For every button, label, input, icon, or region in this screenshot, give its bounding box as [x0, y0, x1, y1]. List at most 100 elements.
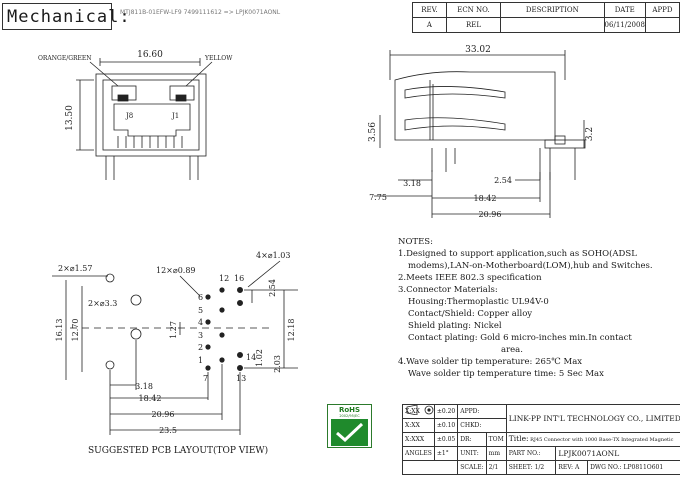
side-1842-label: 18.42 [474, 194, 497, 203]
side-dim-ext [431, 170, 551, 218]
note-3-contact: Contact plating: Gold 6 micro-inches min… [408, 333, 632, 343]
pin-5-label: 5 [198, 306, 203, 315]
front-width-label: 16.60 [137, 50, 163, 60]
side-height-label: 3.56 [368, 122, 378, 142]
side-2096-label: 20.96 [479, 210, 502, 219]
side-254-label: 2.54 [494, 176, 512, 185]
hole-103-leader [247, 260, 281, 288]
company-name: LINK-PP INT'L TECHNOLOGY CO., LIMITED [505, 404, 680, 433]
dwg-cell: DWG NO.: LP0811O601 [587, 460, 680, 475]
dr-label: DR: [457, 432, 487, 447]
chkd-label: CHKD: [457, 418, 507, 433]
peg-hole-bottom-icon [130, 328, 142, 340]
side-inner [429, 80, 434, 140]
hole-089-label: 12×⌀0.89 [156, 266, 196, 275]
dim-1270-label: 12.70 [71, 319, 80, 342]
front-legs [105, 156, 199, 180]
pin-4-icon [205, 319, 211, 325]
tol-3-label: X:XXX [402, 432, 435, 447]
pin-6-label: 6 [198, 293, 203, 302]
pin-2-label: 2 [198, 343, 203, 352]
dr-value: TOM [485, 432, 507, 447]
rohs-sub: 2002/95/EC [339, 414, 360, 418]
note-1a: 1.Designed to support application,such a… [398, 249, 637, 259]
pcb-caption: SUGGESTED PCB LAYOUT(TOP VIEW) [88, 446, 269, 456]
pin-7-icon [205, 365, 211, 371]
dim-254-pcb-label: 2.54 [268, 279, 277, 297]
side-length-ext [389, 50, 566, 80]
hole-103-label: 4×⌀1.03 [256, 251, 290, 260]
pin-12-icon [219, 287, 225, 293]
tol-2-label: X:XX [402, 418, 435, 433]
note-1b: modems),LAN-on-Motherboard(LOM),hub and … [408, 261, 653, 271]
pin-2-icon [205, 344, 211, 350]
note-3-plating: Shield plating: Nickel [408, 321, 502, 331]
rohs-badge: RoHS 2002/95/EC [327, 404, 372, 448]
latch-lower [404, 117, 506, 131]
led-right-label: YELLOW [204, 55, 233, 62]
title-label: Title: [508, 434, 529, 443]
front-inner [102, 79, 200, 151]
dim-1842-pcb-label: 18.42 [139, 394, 162, 403]
unit-label: UNIT: [457, 446, 487, 461]
pin-16-label: 16 [234, 274, 244, 283]
rev-cell: REV: A [555, 460, 589, 475]
dim-2096-pcb-label: 20.96 [152, 410, 175, 419]
pin-14-icon [236, 351, 243, 358]
appd-label: APPD: [457, 404, 507, 419]
led-right-icon [175, 94, 187, 102]
front-pins [117, 136, 183, 148]
dwg-label: DWG NO.: [590, 464, 622, 471]
front-dim-ext [99, 58, 201, 66]
unit-value: mm [485, 446, 507, 461]
latch-upper [404, 86, 506, 99]
part-value: LPJK0071AONL [555, 446, 680, 461]
pcb-layout: 2×⌀1.57 2×⌀3.3 12×⌀0.89 4×⌀1.03 12 16 6 … [52, 251, 298, 435]
sheet-value: 1/2 [534, 464, 545, 471]
sheet-label: SHEET: [508, 464, 533, 471]
revision-table: REV. ECN NO. DESCRIPTION DATE APPD A REL… [412, 2, 680, 33]
notes-title: NOTES: [398, 237, 433, 247]
hole-089-leader [179, 275, 201, 297]
tol-1-value: ±0.20 [433, 404, 459, 419]
rohs-title: RoHS [338, 406, 361, 414]
tol-2-value: ±0.10 [433, 418, 459, 433]
dim-235-label: 23.5 [159, 426, 177, 435]
side-tab [554, 135, 566, 145]
title-cell: Title: RJ45 Connector with 1000 Base-TX … [505, 432, 680, 447]
jack-left-label: J8 [125, 112, 133, 120]
part-label: PART NO.: [505, 446, 557, 461]
dim-318-pcb-label: 3.18 [135, 382, 153, 391]
note-4a: 4.Wave solder tip temperature: 265℃ Max [398, 357, 583, 367]
pin-3-icon [219, 332, 225, 338]
pin-6-icon [205, 294, 211, 300]
front-housing [95, 73, 207, 157]
appd-value [644, 17, 680, 33]
side-318-label: 3.18 [403, 179, 421, 188]
note-3-housing: Housing:Thermoplastic UL94V-0 [408, 297, 549, 307]
scale-value: 2/1 [485, 460, 507, 475]
note-2: 2.Meets IEEE 802.3 specification [398, 273, 542, 283]
note-4b: Wave solder tip temperature time: 5 Sec … [408, 369, 604, 379]
mechanical-title: Mechanical: [2, 3, 130, 30]
dim-102-label: 1.02 [255, 349, 264, 367]
pin-15-icon [236, 299, 243, 306]
pin-1-icon [219, 357, 225, 363]
pin-3-label: 3 [198, 331, 203, 340]
side-775-label: 7.75 [369, 193, 387, 202]
pin-12-label: 12 [219, 274, 229, 283]
pin-5-icon [219, 307, 225, 313]
jack-right-label: J1 [171, 112, 179, 120]
pin-1-label: 1 [198, 356, 203, 365]
side-right-label: 3.2 [585, 127, 595, 141]
note-3-area: area. [501, 345, 523, 355]
date-value: 06/11/2008 [603, 17, 646, 33]
mount-hole-bottom-icon [105, 360, 115, 370]
hole-33-label: 2×⌀3.3 [88, 299, 117, 308]
peg-hole-top-icon [130, 294, 142, 306]
led-left-label: ORANGE/GREEN [38, 55, 92, 62]
title-value: RJ45 Connector with 1000 Base-TX Integra… [530, 437, 674, 443]
rev-value: A [412, 17, 447, 33]
dim-1218-ext [244, 289, 298, 369]
